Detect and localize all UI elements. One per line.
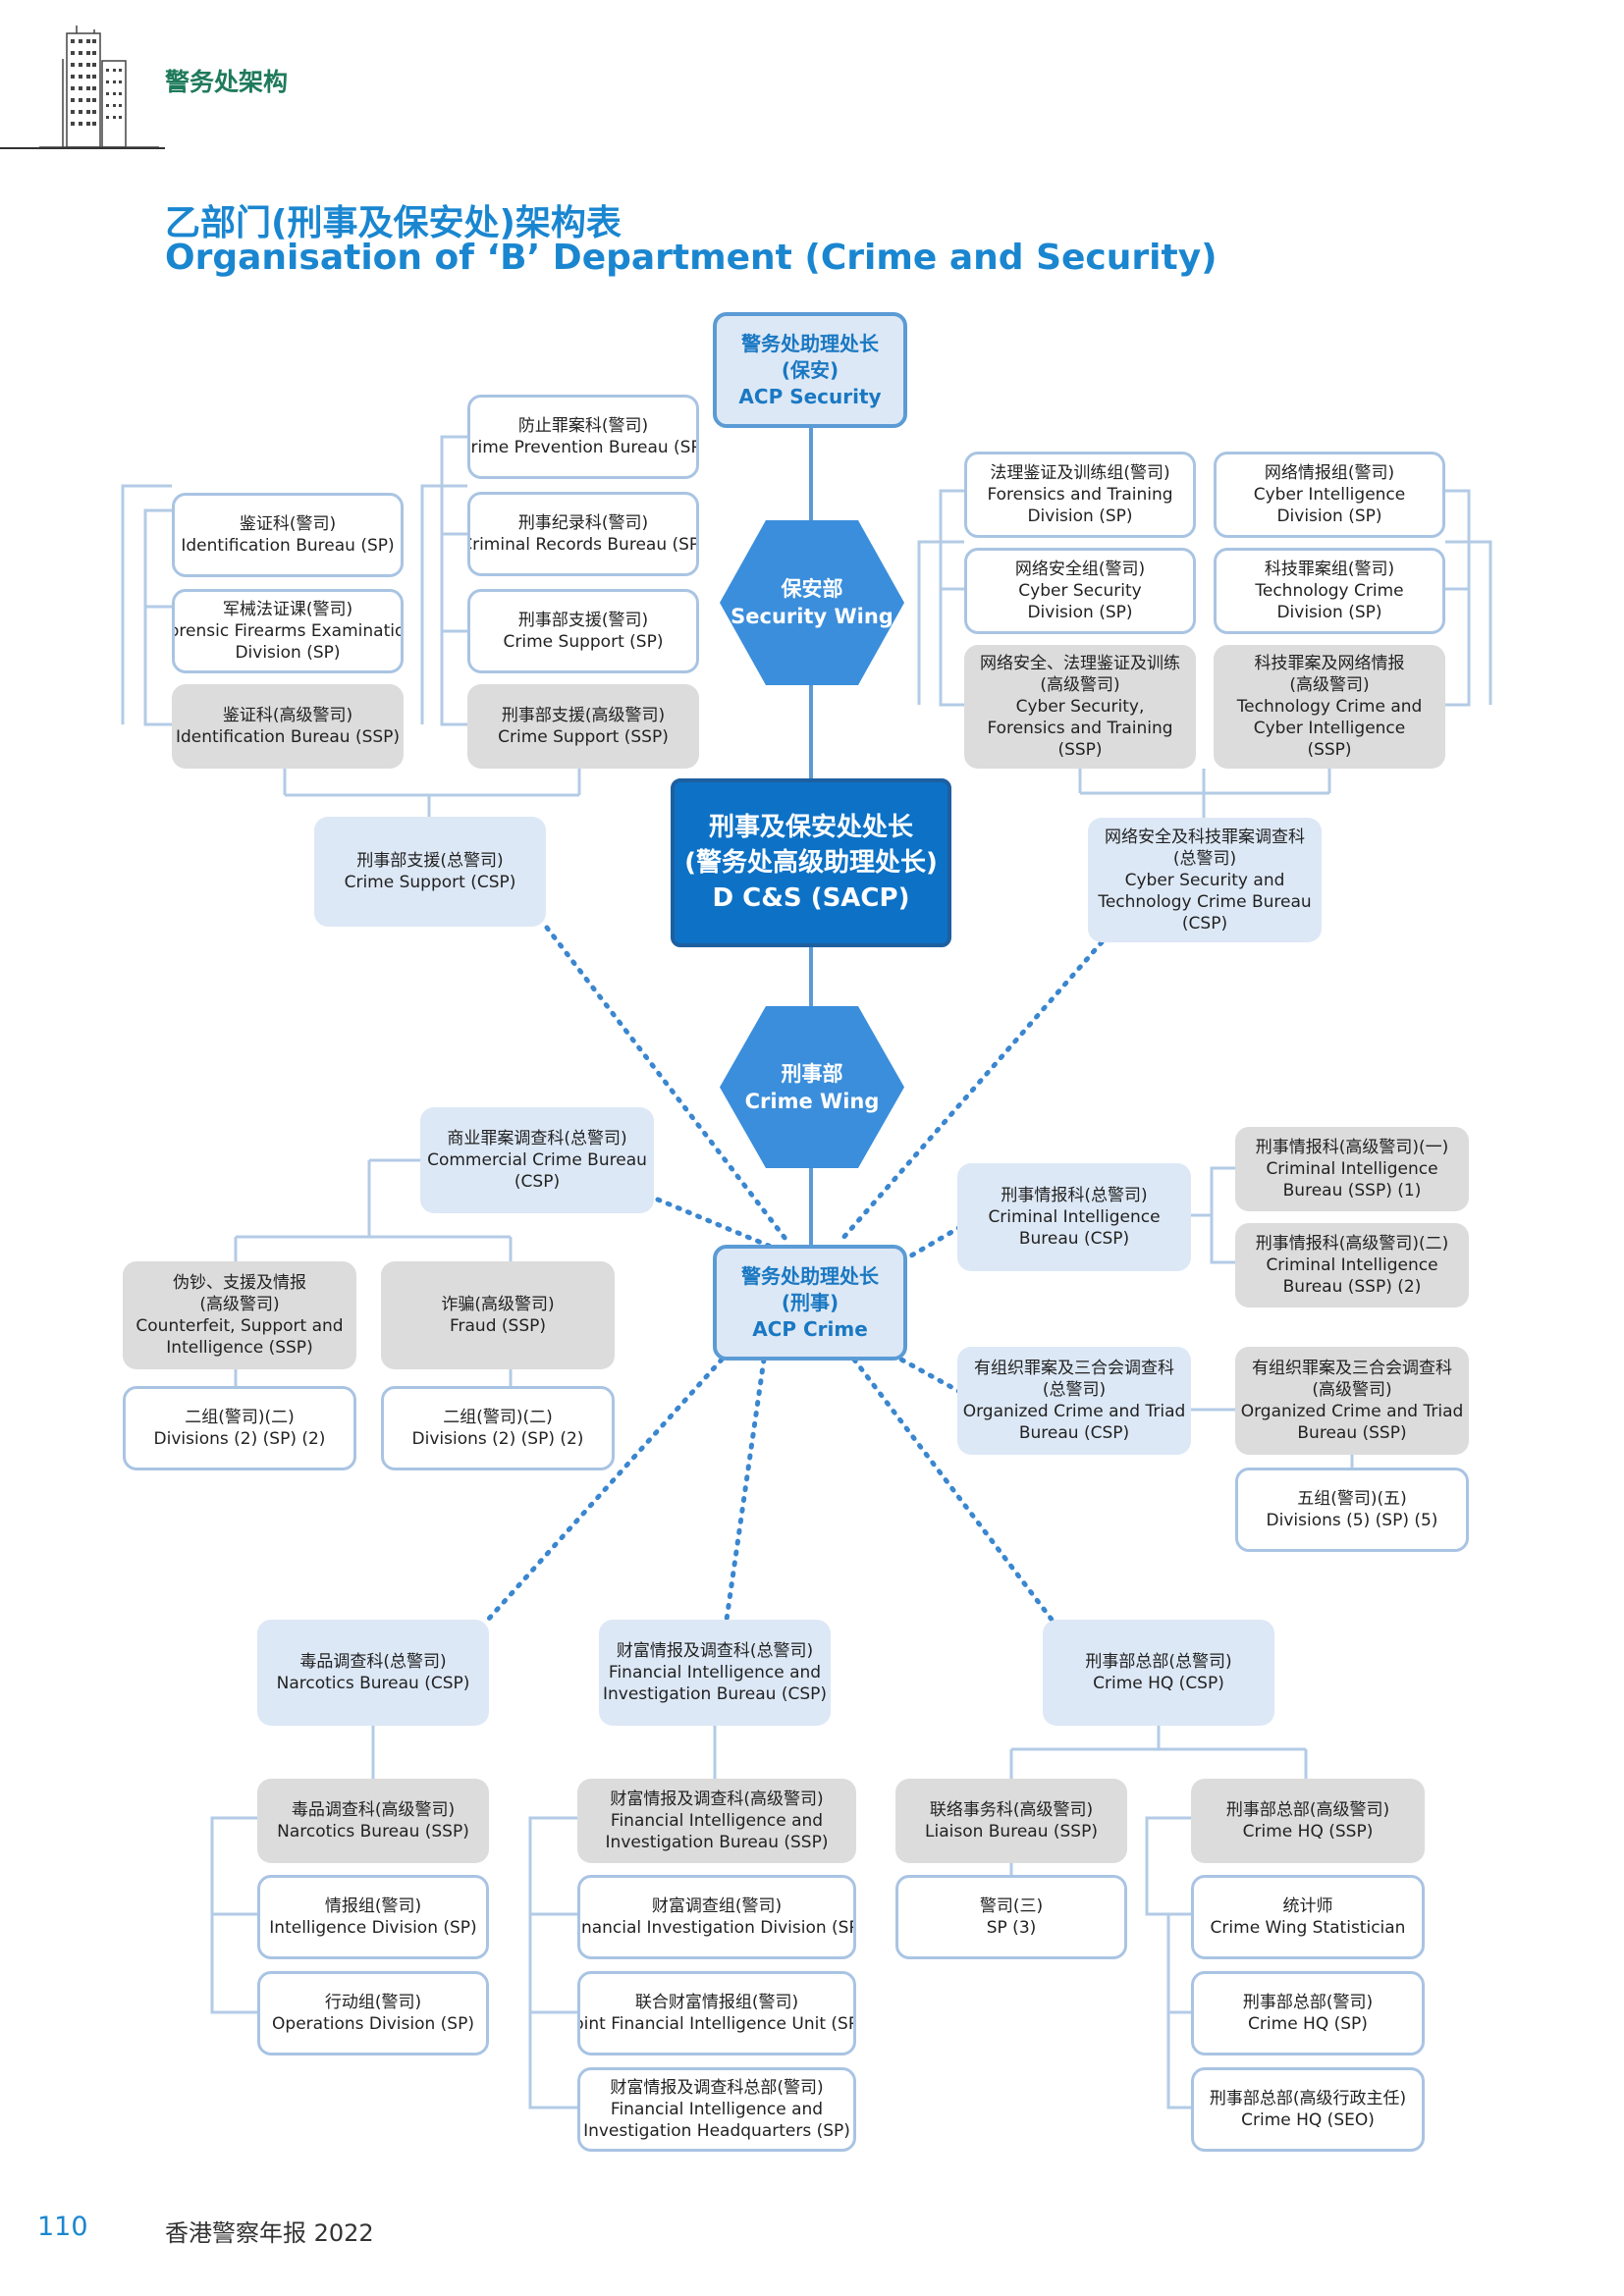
crime-hq-sp-box: 刑事部总部(警司) Crime HQ (SP) xyxy=(1191,1971,1425,2056)
criminal-intelligence-csp-box: 刑事情报科(总警司) Criminal Intelligence Bureau … xyxy=(957,1163,1191,1271)
page-title-en: Organisation of ‘B’ Department (Crime an… xyxy=(165,238,1218,278)
financial-investigation-division-box: 财富调查组(警司) Financial Investigation Divisi… xyxy=(577,1875,856,1959)
organized-crime-triad-csp-box: 有组织罪案及三合会调查科 (总警司) Organized Crime and T… xyxy=(957,1347,1191,1455)
organized-crime-triad-ssp-box: 有组织罪案及三合会调查科 (高级警司) Organized Crime and … xyxy=(1235,1347,1469,1455)
financial-intel-investigation-hq-box: 财富情报及调查科总部(警司) Financial Intelligence an… xyxy=(577,2067,856,2152)
crime-support-ssp-box: 刑事部支援(高级警司) Crime Support (SSP) xyxy=(467,684,699,769)
financial-intel-investigation-ssp-box: 财富情报及调查科(高级警司) Financial Intelligence an… xyxy=(577,1779,856,1863)
acp-security-box: 警务处助理处长 (保安) ACP Security xyxy=(713,312,907,428)
narcotics-csp-box: 毒品调查科(总警司) Narcotics Bureau (CSP) xyxy=(257,1620,489,1726)
intelligence-division-box: 情报组(警司) Intelligence Division (SP) xyxy=(257,1875,489,1959)
criminal-intelligence-ssp-1-box: 刑事情报科(高级警司)(一) Criminal Intelligence Bur… xyxy=(1235,1127,1469,1211)
cyber-security-division-box: 网络安全组(警司) Cyber Security Division (SP) xyxy=(964,548,1196,634)
crime-hq-csp-box: 刑事部总部(总警司) Crime HQ (CSP) xyxy=(1043,1620,1274,1726)
divisions-2-sp-box-a: 二组(警司)(二) Divisions (2) (SP) (2) xyxy=(123,1386,356,1470)
forensic-firearms-box: 军械法证课(警司) Forensic Firearms Examination … xyxy=(172,589,404,673)
acp-crime-box: 警务处助理处长 (刑事) ACP Crime xyxy=(713,1245,907,1361)
commercial-crime-bureau-box: 商业罪案调查科(总警司) Commercial Crime Bureau (CS… xyxy=(420,1107,654,1213)
criminal-intelligence-ssp-2-box: 刑事情报科(高级警司)(二) Criminal Intelligence Bur… xyxy=(1235,1223,1469,1308)
publication-name: 香港警察年报 2022 xyxy=(165,2219,374,2247)
counterfeit-support-intel-ssp-box: 伪钞、支援及情报 (高级警司) Counterfeit, Support and… xyxy=(123,1261,356,1369)
narcotics-ssp-box: 毒品调查科(高级警司) Narcotics Bureau (SSP) xyxy=(257,1779,489,1863)
crime-support-sp-box: 刑事部支援(警司) Crime Support (SP) xyxy=(467,589,699,673)
divisions-5-sp-box: 五组(警司)(五) Divisions (5) (SP) (5) xyxy=(1235,1468,1469,1552)
joint-financial-intelligence-unit-box: 联合财富情报组(警司) Joint Financial Intelligence… xyxy=(577,1971,856,2056)
technology-crime-cyber-intel-ssp-box: 科技罪案及网络情报 (高级警司) Technology Crime and Cy… xyxy=(1214,645,1445,769)
cyber-intelligence-division-box: 网络情报组(警司) Cyber Intelligence Division (S… xyxy=(1214,452,1445,538)
divisions-2-sp-box-b: 二组(警司)(二) Divisions (2) (SP) (2) xyxy=(381,1386,615,1470)
financial-intel-investigation-csp-box: 财富情报及调查科(总警司) Financial Intelligence and… xyxy=(599,1620,831,1726)
identification-bureau-ssp-box: 鉴证科(高级警司) Identification Bureau (SSP) xyxy=(172,684,404,769)
crime-prevention-bureau-box: 防止罪案科(警司) Crime Prevention Bureau (SP) xyxy=(467,395,699,479)
fraud-ssp-box: 诈骗(高级警司) Fraud (SSP) xyxy=(381,1261,615,1369)
cyber-security-forensics-training-ssp-box: 网络安全、法理鉴证及训练 (高级警司) Cyber Security, Fore… xyxy=(964,645,1196,769)
section-title: 警务处架构 xyxy=(165,68,289,96)
director-box: 刑事及保安处处长 (警务处高级助理处长) D C&S (SACP) xyxy=(671,778,951,947)
crime-support-csp-box: 刑事部支援(总警司) Crime Support (CSP) xyxy=(314,817,546,927)
criminal-records-bureau-box: 刑事纪录科(警司) Criminal Records Bureau (SP) xyxy=(467,492,699,576)
crime-wing-statistician-box: 统计师 Crime Wing Statistician xyxy=(1191,1875,1425,1959)
liaison-bureau-ssp-box: 联络事务科(高级警司) Liaison Bureau (SSP) xyxy=(895,1779,1127,1863)
crime-hq-ssp-box: 刑事部总部(高级警司) Crime HQ (SSP) xyxy=(1191,1779,1425,1863)
page-number: 110 xyxy=(37,2212,88,2242)
technology-crime-division-box: 科技罪案组(警司) Technology Crime Division (SP) xyxy=(1214,548,1445,634)
identification-bureau-sp-box: 鉴证科(警司) Identification Bureau (SP) xyxy=(172,493,404,577)
cyber-security-tech-crime-bureau-box: 网络安全及科技罪案调查科 (总警司) Cyber Security and Te… xyxy=(1088,818,1322,942)
crime-hq-seo-box: 刑事部总部(高级行政主任) Crime HQ (SEO) xyxy=(1191,2067,1425,2152)
forensics-training-division-box: 法理鉴证及训练组(警司) Forensics and Training Divi… xyxy=(964,452,1196,538)
operations-division-box: 行动组(警司) Operations Division (SP) xyxy=(257,1971,489,2056)
page-title-cn: 乙部门(刑事及保安处)架构表 xyxy=(165,203,622,243)
header-rule xyxy=(0,147,165,149)
sp3-box: 警司(三) SP (3) xyxy=(895,1875,1127,1959)
